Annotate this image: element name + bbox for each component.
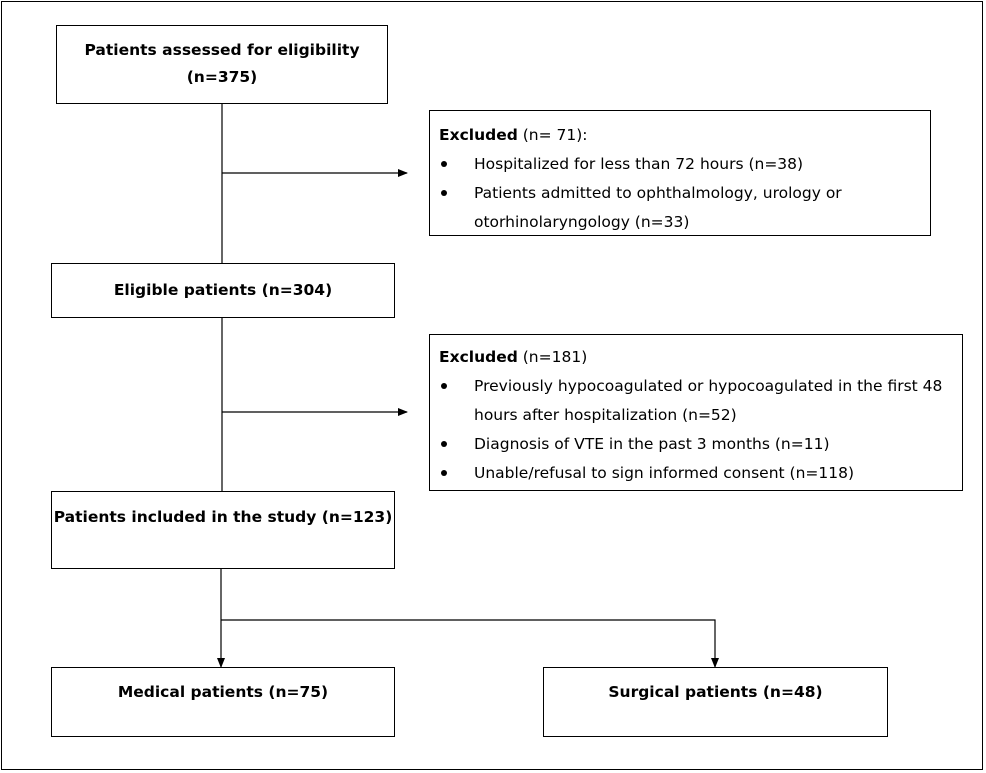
excluded-box-2: Excluded (n=181) Previously hypocoagulat… — [429, 334, 963, 491]
assessed-count: (n=375) — [186, 68, 258, 86]
medical-box: Medical patients (n=75) — [51, 667, 395, 737]
excluded-label-2: Excluded — [439, 348, 518, 366]
excluded-label-1: Excluded — [439, 126, 518, 144]
list-item: Unable/refusal to sign informed consent … — [439, 459, 962, 488]
included-box: Patients included in the study (n=123) — [51, 491, 395, 569]
excluded-2-item-text: Diagnosis of VTE in the past 3 months (n… — [474, 435, 830, 453]
excluded-1-item-text: Patients admitted to ophthalmology, urol… — [474, 184, 842, 231]
excluded-header-1: Excluded (n= 71): — [439, 121, 930, 150]
eligible-label: Eligible patients (n=304) — [113, 281, 333, 299]
excluded-1-item-text: Hospitalized for less than 72 hours (n=3… — [474, 155, 804, 173]
list-item: Previously hypocoagulated or hypocoagula… — [439, 372, 962, 430]
medical-label: Medical patients (n=75) — [117, 683, 329, 701]
assessed-title: Patients assessed for eligibility — [84, 41, 360, 59]
excluded-count-1: (n= 71): — [517, 126, 588, 144]
list-item: Patients admitted to ophthalmology, urol… — [439, 179, 930, 237]
list-item: Hospitalized for less than 72 hours (n=3… — [439, 150, 930, 179]
excluded-box-1: Excluded (n= 71): Hospitalized for less … — [429, 110, 931, 236]
excluded-2-item-text: Unable/refusal to sign informed consent … — [474, 464, 855, 482]
list-item: Diagnosis of VTE in the past 3 months (n… — [439, 430, 962, 459]
eligible-box: Eligible patients (n=304) — [51, 263, 395, 318]
excluded-header-2: Excluded (n=181) — [439, 343, 962, 372]
assessed-box: Patients assessed for eligibility (n=375… — [56, 25, 388, 104]
surgical-label: Surgical patients (n=48) — [608, 683, 823, 701]
surgical-box: Surgical patients (n=48) — [543, 667, 888, 737]
connector-to-surgical — [221, 619, 719, 668]
excluded-2-item-text: Previously hypocoagulated or hypocoagula… — [474, 377, 943, 424]
included-label: Patients included in the study (n=123) — [53, 508, 393, 526]
excluded-count-2: (n=181) — [517, 348, 588, 366]
